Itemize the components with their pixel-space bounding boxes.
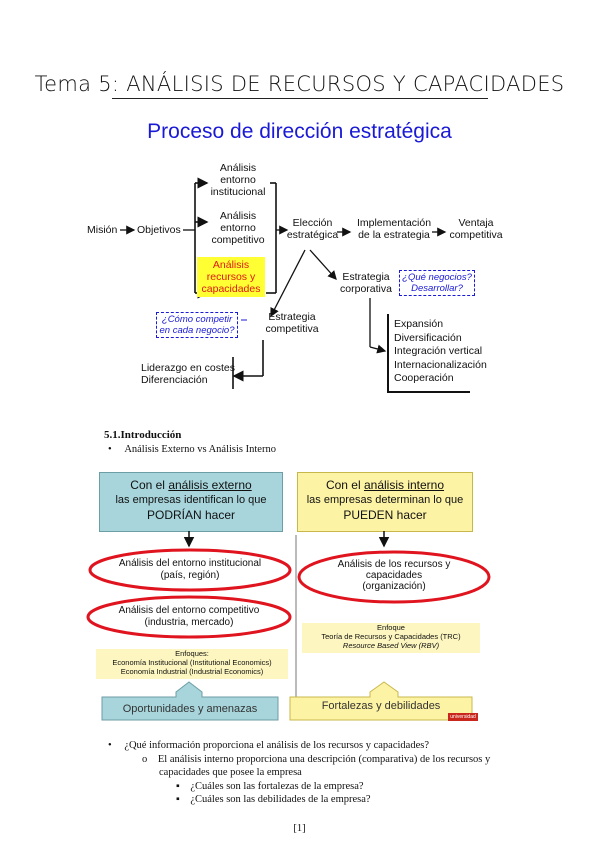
oval-recursos-capacidades: Análisis de los recursos y capacidades (… (337, 559, 451, 592)
circle-bullet-icon: o (142, 754, 148, 765)
fortalezas-label: Fortalezas y debilidades (321, 700, 441, 712)
square-bullet-icon: ▪ (176, 794, 180, 805)
analisis-recursos-node: Análisis recursos y capacidades (197, 257, 265, 297)
internal-analysis-box: Con el análisis interno las empresas det… (297, 472, 473, 532)
university-logo: universidad (450, 714, 476, 720)
implementacion-node: Implementación de la estrategia (356, 217, 432, 241)
analisis-competitivo-node: Análisis entorno competitivo (211, 210, 265, 246)
estrategia-competitiva-node: Estrategia competitiva (265, 311, 319, 335)
section-heading: 5.1.Introducción (104, 429, 182, 441)
external-analysis-box: Con el análisis externo las empresas ide… (99, 472, 283, 532)
ventaja-node: Ventaja competitiva (449, 217, 503, 241)
answer-item: o El análisis interno proporciona una de… (142, 754, 491, 765)
page-number: [1] (293, 823, 306, 834)
competitiva-options-list: Liderazgo en costes Diferenciación (141, 362, 235, 386)
sub-question-item: ▪ ¿Cuáles son las fortalezas de la empre… (176, 781, 364, 792)
analisis-institucional-node: Análisis entorno institucional (210, 162, 266, 198)
bullet-dot-icon: • (108, 444, 112, 455)
q-competir-note: ¿Cómo competir en cada negocio? (156, 312, 238, 338)
diagram-title: Proceso de dirección estratégica (147, 120, 452, 143)
bullet-item: • Análisis Externo vs Análisis Interno (108, 444, 276, 455)
title-underline (112, 98, 488, 99)
page-title: Tema 5: ANÁLISIS DE RECURSOS Y CAPACIDAD… (34, 72, 565, 96)
oval-entorno-competitivo: Análisis del entorno competitivo (indust… (118, 605, 260, 628)
question-bullet: • ¿Qué información proporciona el anális… (108, 740, 429, 751)
answer-item-continuation: capacidades que posee la empresa (159, 767, 302, 778)
oportunidades-label: Oportunidades y amenazas (122, 703, 258, 715)
mision-node: Misión (87, 224, 118, 236)
eleccion-node: Elección estratégica (286, 217, 339, 241)
square-bullet-icon: ▪ (176, 781, 180, 792)
objetivos-node: Objetivos (137, 224, 181, 236)
q-negocios-note: ¿Qué negocios? Desarrollar? (399, 270, 475, 296)
estrategia-corporativa-node: Estrategia corporativa (340, 271, 392, 295)
enfoques-external-note: Enfoques: Economía Institucional (Instit… (96, 649, 288, 679)
corporativa-options-list: Expansión Diversificación Integración ve… (394, 318, 487, 384)
oval-entorno-institucional: Análisis del entorno institucional (país… (118, 558, 262, 581)
bullet-dot-icon: • (108, 740, 112, 751)
enfoque-internal-note: Enfoque Teoría de Recursos y Capacidades… (302, 623, 480, 653)
sub-question-item: ▪ ¿Cuáles son las debilidades de la empr… (176, 794, 371, 805)
